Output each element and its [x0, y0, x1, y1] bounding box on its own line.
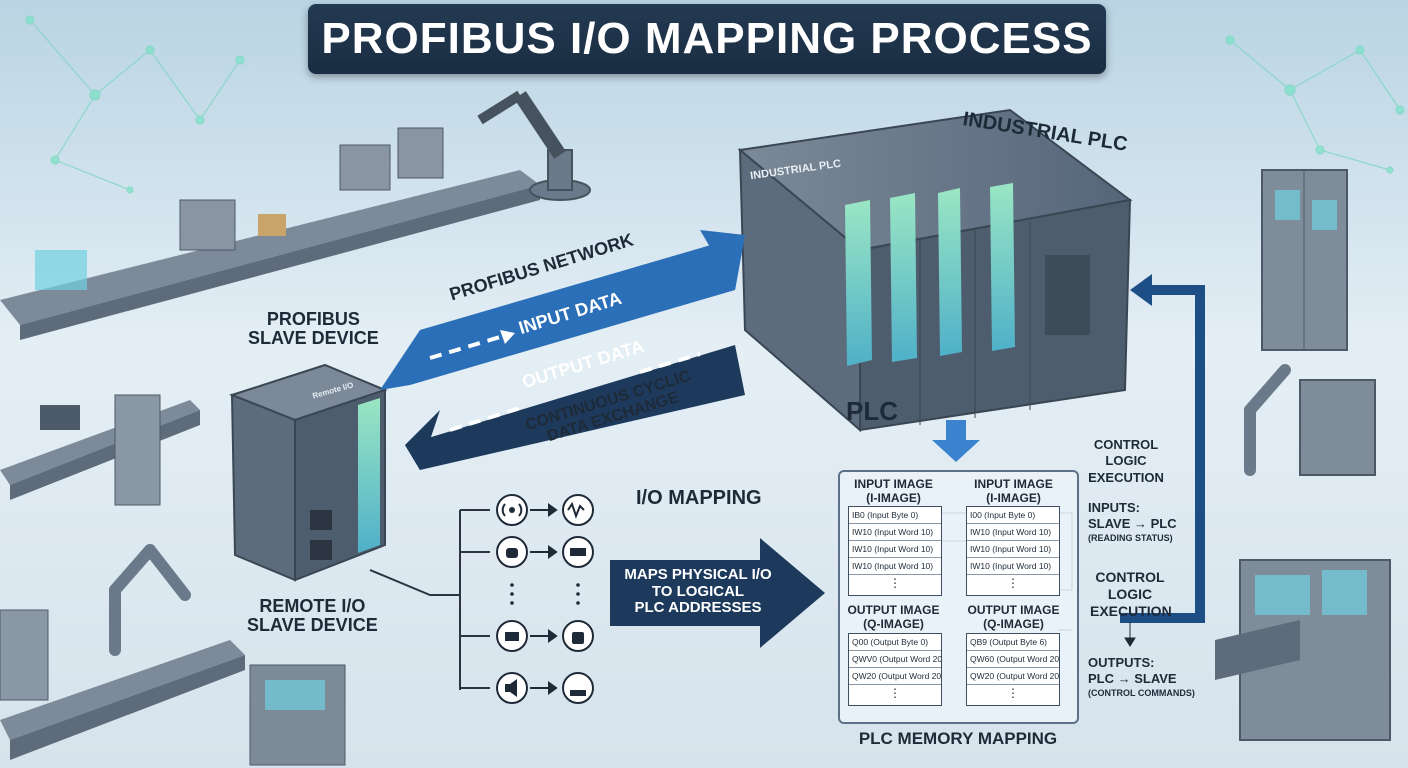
table-row: QW20 (Output Word 20) [849, 668, 941, 685]
io-mapping-label: I/O MAPPING [636, 487, 762, 509]
table-row: IW10 (Input Word 10) [849, 558, 941, 575]
control-logic-top-2: EXECUTION [1088, 469, 1164, 485]
monitor-screen [35, 250, 87, 290]
table-row: I00 (Input Byte 0) [967, 507, 1059, 524]
outputs-note-1: OUTPUTS: [1088, 655, 1155, 670]
outputs-note-3: (CONTROL COMMANDS) [1088, 687, 1195, 698]
operator-console-right [1215, 559, 1391, 741]
slave-line-1: PROFIBUS [266, 309, 360, 329]
output-data-arrow [405, 345, 745, 470]
output-image-right-table: QB9 (Output Byte 6) QW60 (Output Word 20… [966, 633, 1060, 706]
table-row: IW10 (Input Word 10) [967, 558, 1059, 575]
control-note-3: EXECUTION [1090, 602, 1172, 619]
feedback-arrow [1120, 274, 1205, 623]
plc-down-arrow [932, 420, 980, 462]
input-data-arrow [380, 235, 745, 390]
input-image-left-table: IB0 (Input Byte 0) IW10 (Input Word 10) … [848, 506, 942, 596]
profibus-network-arrows [380, 230, 745, 470]
page-title: PROFIBUS I/O MAPPING PROCESS [321, 14, 1093, 63]
table-row: ⋮ [1007, 686, 1019, 700]
factory-conveyor-bottom-left [0, 609, 346, 766]
title-banner: PROFIBUS I/O MAPPING PROCESS [308, 4, 1106, 74]
background-network-graphic [25, 15, 1405, 194]
table-row: IW10 (Input Word 10) [849, 541, 941, 558]
input-left-head-1: INPUT IMAGE [854, 477, 933, 491]
io-ellipsis-dots [510, 583, 580, 605]
table-row: QW60 (Output Word 20) [967, 651, 1059, 668]
io-icon-arrows [530, 503, 558, 695]
slave-line-2: SLAVE DEVICE [248, 327, 379, 348]
table-row: IW10 (Input Word 10) [849, 524, 941, 541]
table-row: IB0 (Input Byte 0) [849, 507, 941, 524]
table-row: ⋮ [889, 576, 901, 590]
inputs-note: INPUTS: SLAVE → PLC (READING STATUS) [1088, 500, 1177, 544]
remote-io-line-1: REMOTE I/O [259, 596, 366, 616]
table-row: Q00 (Output Byte 0) [849, 634, 941, 651]
plc-memory-mapping-label: PLC MEMORY MAPPING [858, 729, 1058, 748]
table-row: ⋮ [1007, 576, 1019, 590]
plc-label: PLC [846, 396, 898, 426]
remote-io-line-2: SLAVE DEVICE [247, 614, 378, 635]
maps-line-1: MAPS PHYSICAL I/O [624, 566, 772, 583]
table-row: IW10 (Input Word 10) [967, 524, 1059, 541]
input-right-head-2: (I-IMAGE) [986, 490, 1041, 505]
outputs-note-2: PLC → SLAVE [1088, 671, 1177, 687]
io-icon-glyphs [501, 501, 586, 697]
table-row: IW10 (Input Word 10) [967, 541, 1059, 558]
profibus-slave-label: PROFIBUS SLAVE DEVICE [248, 310, 379, 348]
output-image-right-header: OUTPUT IMAGE (Q-IMAGE) [966, 603, 1061, 632]
robot-icon [562, 672, 594, 704]
output-right-head-2: (Q-IMAGE) [983, 616, 1044, 631]
input-right-head-1: INPUT IMAGE [974, 477, 1053, 491]
table-row: QW20 (Output Word 20) [967, 668, 1059, 685]
table-row: ⋮ [889, 686, 901, 700]
output-right-head-1: OUTPUT IMAGE [967, 603, 1060, 617]
remote-io-label: REMOTE I/O SLAVE DEVICE [247, 597, 378, 635]
maps-line-3: PLC ADDRESSES [634, 599, 762, 616]
control-cabinet-right-top [1261, 169, 1348, 351]
io-connector-lines [369, 509, 490, 690]
input-left-head-2: (I-IMAGE) [866, 490, 921, 505]
inputs-note-3: (READING STATUS) [1088, 532, 1173, 543]
control-note-1: CONTROL [1095, 569, 1165, 585]
control-note-2: LOGIC [1107, 585, 1153, 602]
robot-arm-top [477, 90, 591, 201]
output-left-head-2: (Q-IMAGE) [863, 616, 924, 631]
maps-arrow [610, 538, 825, 648]
output-image-left-table: Q00 (Output Byte 0) QWV0 (Output Word 20… [848, 633, 942, 706]
inputs-note-1: INPUTS: [1088, 500, 1140, 515]
input-image-right-header: INPUT IMAGE (I-IMAGE) [966, 477, 1061, 506]
inputs-note-2: SLAVE → PLC [1088, 516, 1177, 532]
factory-conveyor-top-left [0, 127, 540, 340]
control-logic-note: CONTROL LOGIC EXECUTION [1090, 569, 1172, 619]
control-logic-top-1: CONTROL LOGIC [1093, 437, 1159, 469]
remote-io-slave-device [229, 363, 388, 582]
maps-line-2: TO LOGICAL [651, 582, 745, 600]
maps-arrow-text: MAPS PHYSICAL I/O TO LOGICAL PLC ADDRESS… [618, 566, 778, 617]
outputs-note: OUTPUTS: PLC → SLAVE (CONTROL COMMANDS) [1088, 655, 1195, 699]
robot-arm-bottom-left [109, 544, 191, 656]
input-image-right-table: I00 (Input Byte 0) IW10 (Input Word 10) … [966, 506, 1060, 596]
industrial-plc [737, 108, 1133, 433]
plc-io-led-strips [845, 183, 1015, 366]
table-row: QWV0 (Output Word 20) [849, 651, 941, 668]
control-panel-right [1299, 379, 1376, 476]
robot-arm-right [1244, 364, 1291, 476]
control-logic-execution-top: CONTROL LOGIC EXECUTION [1078, 437, 1174, 486]
output-image-left-header: OUTPUT IMAGE (Q-IMAGE) [846, 603, 941, 632]
table-row: QB9 (Output Byte 6) [967, 634, 1059, 651]
output-left-head-1: OUTPUT IMAGE [847, 603, 940, 617]
factory-conveyor-mid-left [0, 394, 200, 506]
input-image-left-header: INPUT IMAGE (I-IMAGE) [846, 477, 941, 506]
